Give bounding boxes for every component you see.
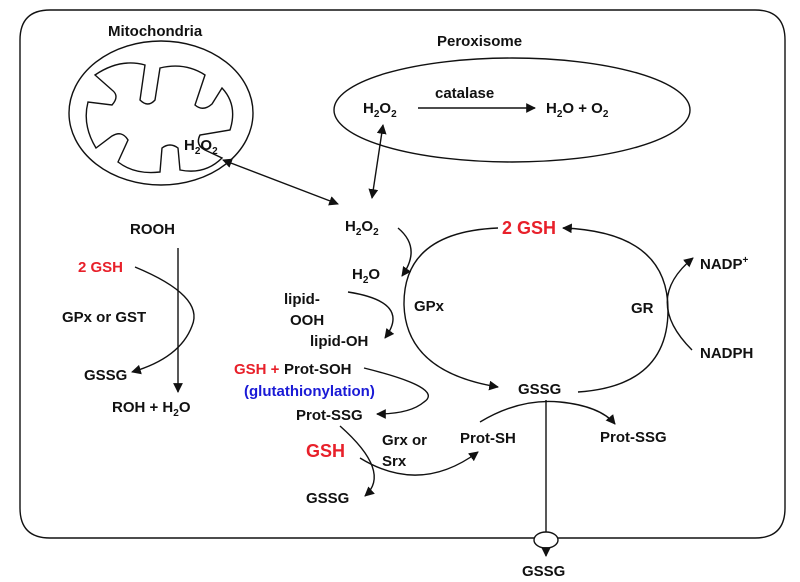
prot-ssg-to-gssg-arrow (339, 425, 375, 497)
left-2gsh: 2 GSH (78, 259, 123, 276)
catalase-label: catalase (435, 85, 494, 102)
gsh-to-prot-sh-arrow (359, 451, 479, 476)
mitochondria-cristae (85, 62, 234, 174)
prot-ssg-label: Prot-SSG (296, 407, 363, 424)
left-gssg: GSSG (84, 367, 127, 384)
cytosol-h2o2: H2O2 (345, 218, 379, 238)
peroxisome-label: Peroxisome (437, 33, 522, 50)
nadph-to-nadp-arrow (666, 257, 694, 351)
gpx-cycle-arc (403, 227, 499, 391)
lipid-ooh-label-2: OOH (290, 312, 324, 329)
degl-gsh: GSH (306, 441, 345, 461)
right-prot-ssg: Prot-SSG (600, 429, 667, 446)
peroxisome-h2o2: H2O2 (363, 100, 397, 120)
lipid-ooh-label-1: lipid- (284, 291, 320, 308)
peroxisome-products: H2O + O2 (546, 100, 609, 120)
glutathionylation-label: (glutathionylation) (244, 383, 375, 400)
glutathionylation-arrow (363, 367, 430, 419)
h2o2-to-h2o-arrow (397, 227, 412, 277)
prot-sh-to-prot-ssg-arrow (479, 400, 616, 425)
mito-to-cytosol-arrow (222, 158, 339, 206)
peroxisome-to-cytosol-arrow (368, 124, 387, 199)
rooh-label: ROOH (130, 221, 175, 238)
cell-membrane (19, 9, 786, 539)
gr-enzyme-label: GR (631, 300, 654, 317)
glutathionylation-gsh: GSH + (234, 361, 280, 378)
prot-sh-label: Prot-SH (460, 430, 516, 447)
grx-label: Grx or (382, 432, 427, 449)
nadp-label: NADP+ (700, 255, 749, 273)
srx-label: Srx (382, 453, 407, 470)
lipid-oh-label: lipid-OH (310, 333, 368, 350)
degl-gssg: GSSG (306, 490, 349, 507)
h2o-product: H2O (352, 266, 380, 286)
lipid-ooh-arrow (347, 291, 395, 339)
prot-soh-label: Prot-SOH (284, 361, 352, 378)
mito-h2o2: H2O2 (184, 137, 218, 157)
cycle-2gsh: 2 GSH (502, 218, 556, 238)
exported-gssg: GSSG (522, 563, 565, 580)
left-gsh-to-gssg-arrow (131, 266, 195, 375)
gssg-transporter (533, 531, 559, 549)
cycle-gssg: GSSG (518, 381, 561, 398)
nadph-label: NADPH (700, 345, 753, 362)
gpx-enzyme-label: GPx (414, 298, 445, 315)
mitochondria-label: Mitochondria (108, 23, 203, 40)
gpx-gst-label: GPx or GST (62, 309, 146, 326)
peroxisome-membrane (333, 57, 691, 163)
mitochondria-outer-membrane (68, 40, 254, 186)
roh-h2o-label: ROH + H2O (112, 399, 191, 419)
